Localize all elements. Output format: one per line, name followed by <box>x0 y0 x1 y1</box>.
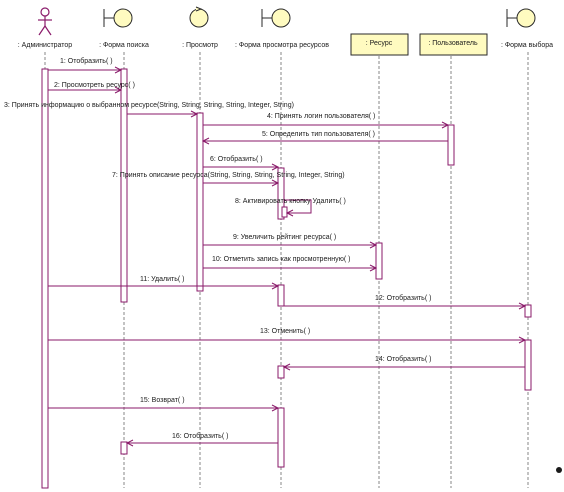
lifeline-header-resview-form[interactable]: : Форма просмотра ресурсов <box>235 8 329 49</box>
message-label: 1: Отобразить( ) <box>60 57 113 65</box>
message-2[interactable]: 2: Просмотреть ресурс( ) <box>48 82 135 94</box>
message-3[interactable]: 3: Принять информацию о выбранном ресурс… <box>4 101 294 118</box>
message-label: 10: Отметить запись как просмотренную( ) <box>212 256 350 263</box>
message-label: 3: Принять информацию о выбранном ресурс… <box>4 101 294 109</box>
message-label: 5: Определить тип пользователя( ) <box>262 131 375 138</box>
message-label: 16: Отобразить( ) <box>172 432 228 440</box>
control-icon <box>189 6 209 28</box>
message-14[interactable]: 14: Отобразить( ) <box>282 355 525 371</box>
lifeline-header-admin[interactable]: : Администратор <box>18 7 73 49</box>
boundary-icon <box>506 8 536 28</box>
lifeline-label-view: : Просмотр <box>182 42 218 49</box>
message-4[interactable]: 4: Принять логин пользователя( ) <box>203 113 450 129</box>
activation-bar-search-form-1 <box>120 68 128 303</box>
message-label: 12: Отобразить( ) <box>375 294 431 302</box>
message-12[interactable]: 12: Отобразить( ) <box>284 294 527 310</box>
message-label: 6: Отобразить( ) <box>210 155 263 163</box>
message-9[interactable]: 9: Увеличить рейтинг ресурса( ) <box>203 233 378 249</box>
activation-bar-resview-form-3 <box>277 365 285 379</box>
boundary-icon <box>261 8 291 28</box>
lifeline-header-choice-form[interactable]: : Форма выбора <box>501 8 553 49</box>
activation-bar-choice-form-1 <box>524 304 532 318</box>
activation-bar-resview-form-1 <box>277 167 285 220</box>
message-11[interactable]: 11: Удалить( ) <box>48 276 280 290</box>
activation-bar-resview-form-2 <box>277 284 285 307</box>
lifeline-label-resview-form: : Форма просмотра ресурсов <box>235 42 329 49</box>
lifeline-label-choice-form: : Форма выбора <box>501 41 553 49</box>
message-10[interactable]: 10: Отметить запись как просмотренную( ) <box>203 256 378 272</box>
message-7[interactable]: 7: Принять описание ресурса(String, Stri… <box>112 172 345 187</box>
message-label: 14: Отобразить( ) <box>375 355 431 363</box>
activation-bar-user <box>447 124 455 166</box>
activation-bar-admin <box>41 68 49 489</box>
message-8[interactable]: 8: Активировать кнопку Удалить( ) <box>235 198 346 217</box>
message-label: 9: Увеличить рейтинг ресурса( ) <box>233 233 336 241</box>
message-15[interactable]: 15: Возврат( ) <box>48 397 280 412</box>
lifeline-label-admin: : Администратор <box>18 42 73 49</box>
message-16[interactable]: 16: Отобразить( ) <box>125 432 278 447</box>
activation-bar-search-form-2 <box>120 441 128 455</box>
lifeline-header-user[interactable]: : Пользователь <box>419 33 488 56</box>
lifeline-header-view[interactable]: : Просмотр <box>182 6 218 49</box>
entity-box <box>350 33 409 56</box>
message-6[interactable]: 6: Отобразить( ) <box>203 155 280 171</box>
activation-bar-view <box>196 112 204 292</box>
actor-icon <box>38 7 52 36</box>
lifeline-header-search-form[interactable]: : Форма поиска <box>99 8 149 49</box>
message-label: 4: Принять логин пользователя( ) <box>267 113 375 120</box>
message-label: 15: Возврат( ) <box>140 397 185 404</box>
corner-marker <box>556 467 562 473</box>
activation-bar-resview-form-self <box>281 206 288 218</box>
message-label: 8: Активировать кнопку Удалить( ) <box>235 198 346 205</box>
message-13[interactable]: 13: Отменить( ) <box>48 328 527 344</box>
message-1[interactable]: 1: Отобразить( ) <box>48 57 123 74</box>
entity-box <box>419 33 488 56</box>
lifeline-label-resource: : Ресурс <box>366 40 393 47</box>
message-5[interactable]: 5: Определить тип пользователя( ) <box>201 131 448 145</box>
activation-bar-choice-form-2 <box>524 339 532 391</box>
activation-bar-resource <box>375 242 383 280</box>
message-label: 7: Принять описание ресурса(String, Stri… <box>112 172 345 179</box>
lifeline-label-search-form: : Форма поиска <box>99 42 149 49</box>
message-label: 13: Отменить( ) <box>260 328 310 335</box>
lifeline-header-resource[interactable]: : Ресурс <box>350 33 409 56</box>
activation-bar-resview-form-4 <box>277 407 285 468</box>
message-label: 11: Удалить( ) <box>140 276 185 283</box>
lifeline-label-user: : Пользователь <box>428 40 478 47</box>
message-label: 2: Просмотреть ресурс( ) <box>54 82 135 89</box>
boundary-icon <box>103 8 133 28</box>
